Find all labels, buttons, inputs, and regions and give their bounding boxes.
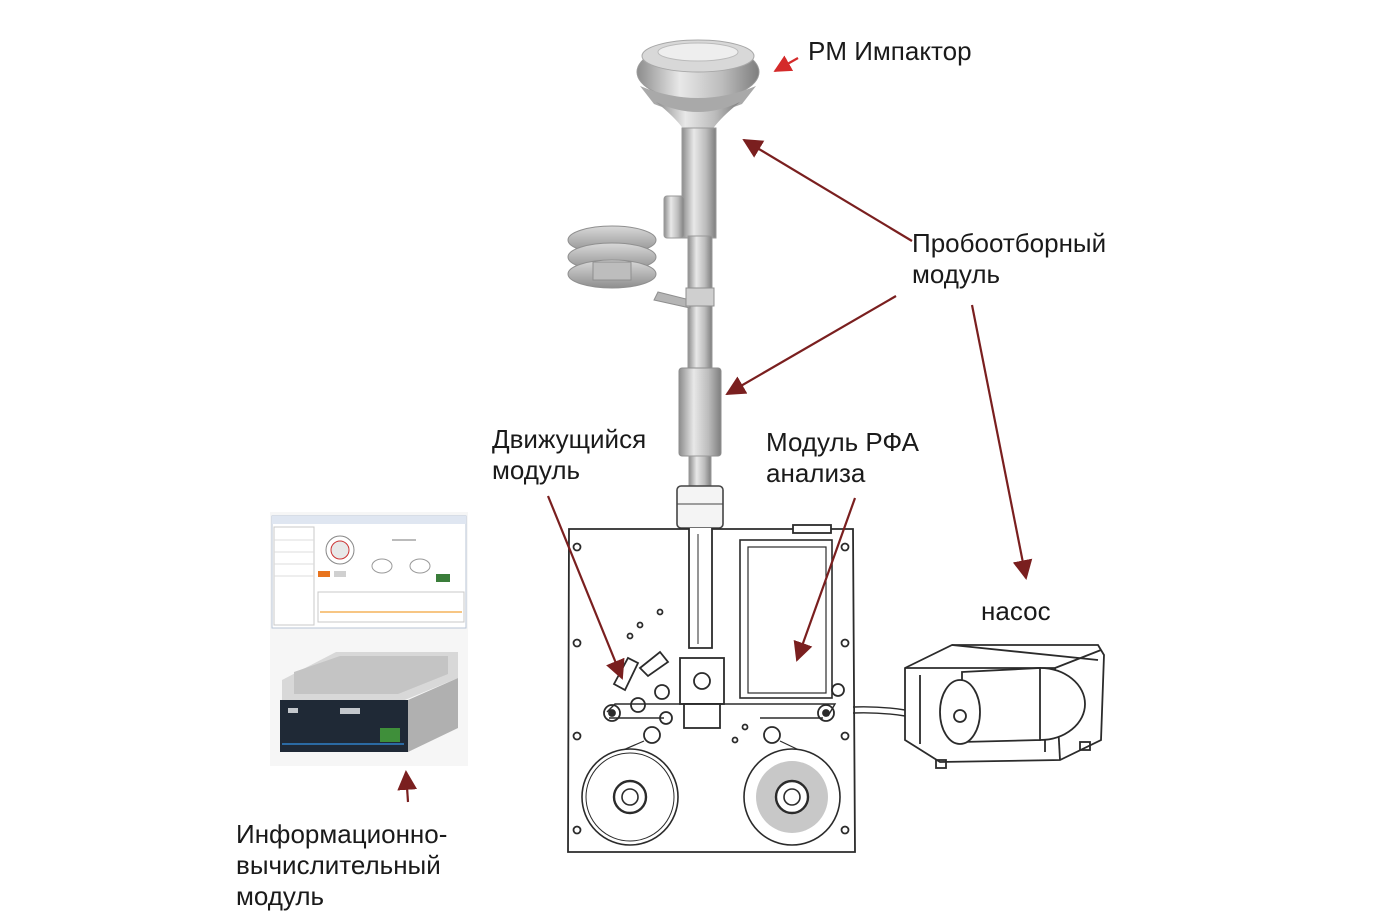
tape-reel-icon: [581, 748, 679, 846]
label-moving-module: Движущийся модуль: [492, 424, 646, 486]
label-computer-line-2: вычислительный: [236, 850, 441, 880]
arrow-sampling-lower: [725, 295, 897, 395]
label-impactor: PM Импактор: [808, 36, 972, 66]
label-sampling-line-2: модуль: [912, 259, 1001, 289]
arrow-pump: [970, 304, 1033, 580]
label-computer-module: Информационно- вычислительный модуль: [236, 819, 447, 912]
label-moving-line-1: Движущийся: [492, 424, 647, 454]
software-screen-icon: [271, 515, 467, 629]
computer-unit-icon: [270, 512, 468, 766]
arrow-impactor: [773, 55, 799, 72]
label-moving-line-2: модуль: [492, 455, 581, 485]
label-computer-line-3: модуль: [236, 881, 325, 911]
arrow-xrf: [793, 497, 857, 662]
sampling-mast: [567, 39, 760, 529]
impactor-head-icon: [636, 39, 760, 130]
label-xrf-module: Модуль РФА анализа: [766, 427, 919, 489]
radiation-shield-icon: [567, 225, 715, 309]
arrow-computer: [397, 770, 418, 803]
tape-reel-icon: [743, 748, 841, 846]
arrow-moving: [546, 495, 625, 680]
label-sampling-line-1: Пробоотборный: [912, 228, 1107, 258]
label-sampling-module: Пробоотборный модуль: [912, 228, 1106, 290]
pump-icon: [852, 644, 1105, 769]
label-xrf-line-1: Модуль РФА: [766, 427, 919, 457]
label-xrf-line-2: анализа: [766, 458, 866, 488]
label-computer-line-1: Информационно-: [236, 819, 448, 849]
annotation-arrows: [397, 55, 1033, 803]
label-pump: насос: [981, 596, 1051, 626]
arrow-sampling-upper: [742, 138, 913, 242]
